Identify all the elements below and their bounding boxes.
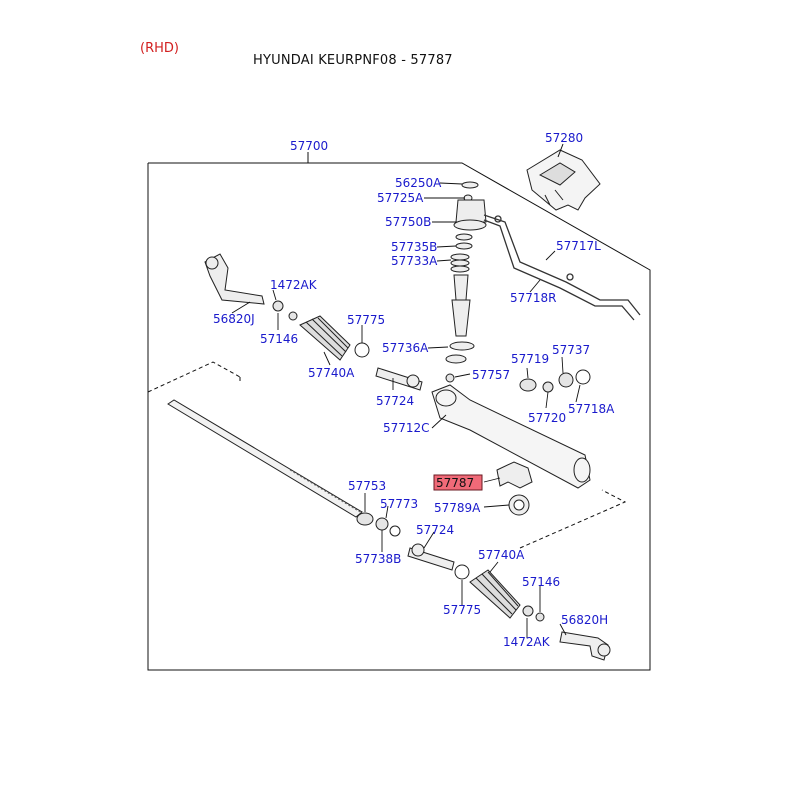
boot-right <box>454 564 521 619</box>
label-57719[interactable]: 57719 <box>511 352 549 366</box>
diagram-title: HYUNDAI KEURPNF08 - 57787 <box>253 53 453 68</box>
label-57280[interactable]: 57280 <box>545 131 583 145</box>
label-57717L[interactable]: 57717L <box>556 239 601 253</box>
label-57146-right[interactable]: 57146 <box>522 575 560 589</box>
highlight-box <box>433 474 483 491</box>
label-57724-left[interactable]: 57724 <box>376 394 414 408</box>
label-57775-right[interactable]: 57775 <box>443 603 481 617</box>
label-57753[interactable]: 57753 <box>348 479 386 493</box>
dashed-outline-right <box>519 489 627 549</box>
label-57738B[interactable]: 57738B <box>355 552 401 566</box>
pinion-stack <box>445 181 487 364</box>
label-57740A-right[interactable]: 57740A <box>478 548 525 562</box>
label-57737[interactable]: 57737 <box>552 343 590 357</box>
small-parts <box>272 300 591 622</box>
part-labels: 57700 57280 56250A 57725A 57750B 57735B … <box>213 131 615 649</box>
steering-cover <box>526 149 601 211</box>
label-57787-highlighted[interactable]: 57787 <box>436 476 474 490</box>
label-1472AK-right[interactable]: 1472AK <box>503 635 551 649</box>
label-57725A[interactable]: 57725A <box>377 191 424 205</box>
label-57724-right[interactable]: 57724 <box>416 523 454 537</box>
label-56250A[interactable]: 56250A <box>395 176 442 190</box>
boot-left <box>299 315 370 361</box>
leader-lines <box>231 182 581 638</box>
label-57789A[interactable]: 57789A <box>434 501 481 515</box>
dashed-outline-left <box>147 361 241 393</box>
assembly-frame <box>147 162 651 671</box>
label-57775-left[interactable]: 57775 <box>347 313 385 327</box>
label-57146-left[interactable]: 57146 <box>260 332 298 346</box>
clamp-and-bushing <box>496 461 533 516</box>
label-57736A[interactable]: 57736A <box>382 341 429 355</box>
label-57700[interactable]: 57700 <box>290 139 328 153</box>
label-57733A[interactable]: 57733A <box>391 254 438 268</box>
label-57718A[interactable]: 57718A <box>568 402 615 416</box>
label-57757[interactable]: 57757 <box>472 368 510 382</box>
label-57750B[interactable]: 57750B <box>385 215 431 229</box>
rack-bar <box>167 399 363 518</box>
label-57718R[interactable]: 57718R <box>510 291 557 305</box>
region-label: (RHD) <box>140 41 179 56</box>
rack-housing <box>431 384 591 489</box>
label-57712C[interactable]: 57712C <box>383 421 430 435</box>
label-57735B[interactable]: 57735B <box>391 240 437 254</box>
inner-tie-rods <box>375 367 455 571</box>
label-57720[interactable]: 57720 <box>528 411 566 425</box>
tie-rod-end-left <box>204 253 265 305</box>
label-56820H[interactable]: 56820H <box>561 613 608 627</box>
feed-pipes <box>483 214 641 321</box>
label-57773[interactable]: 57773 <box>380 497 418 511</box>
tie-rod-end-right <box>559 631 611 661</box>
label-56820J[interactable]: 56820J <box>213 312 255 326</box>
label-1472AK-left[interactable]: 1472AK <box>270 278 318 292</box>
label-57740A-left[interactable]: 57740A <box>308 366 355 380</box>
